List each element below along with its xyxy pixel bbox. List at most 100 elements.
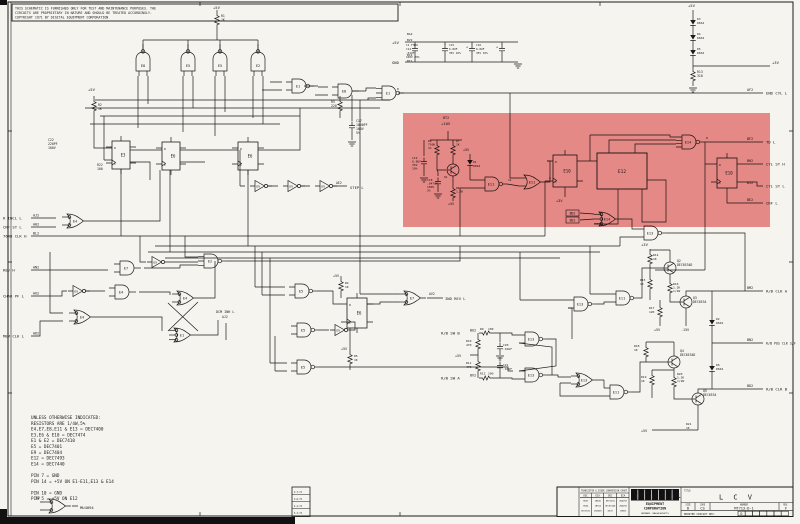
part-label: E2 (36, 496, 40, 500)
part-label: + (496, 45, 498, 49)
res-symbol (648, 374, 656, 386)
signal-label-left: MEM CLK L (3, 333, 25, 338)
e1-nand-symbol: E1 (286, 78, 314, 94)
part-label: 100V (356, 127, 364, 131)
label: E13 (577, 302, 584, 306)
label: E5 (186, 64, 190, 68)
part-label: 220PF (48, 142, 58, 146)
e13-nand-symbol: E13 (568, 296, 596, 312)
notes-line: PIN 10 = GND (31, 490, 62, 496)
e7-orin-symbol: E7 (399, 290, 426, 306)
res-symbol (646, 278, 654, 290)
res-symbol (642, 346, 650, 358)
part-label: R14 (653, 253, 659, 257)
signal-label-right: R/B CLK A (766, 288, 788, 293)
part-label: STEP L (350, 185, 364, 190)
part-label: BA2 (407, 32, 413, 36)
part-label: .01UF (503, 367, 512, 371)
chart-cell: D670 (608, 511, 614, 513)
label: E1 (296, 84, 300, 88)
label: E13 (581, 378, 588, 382)
chart-cell: 2N4258 (619, 506, 627, 508)
e13-nand-symbol: E13 (638, 225, 666, 241)
chart-cell: D664 (583, 506, 589, 508)
part-label: 1K (641, 379, 645, 383)
highlight-overlay (403, 113, 770, 227)
part-label: C15 (449, 43, 454, 47)
part-label: +5V (213, 5, 221, 10)
label: E6 (357, 311, 362, 316)
rev-label: REV. (783, 504, 788, 507)
notes-line: E5 = DEC7401 (31, 444, 62, 450)
notes-line: E4,E7,E8,E11 & E13 = DEC7400 (31, 427, 104, 433)
resh-symbol (481, 375, 491, 381)
part-label: D662 (697, 21, 704, 25)
label: E9 (74, 289, 78, 293)
part-label: MU4094 (80, 505, 94, 510)
digital-logo (631, 489, 679, 501)
revision-row: 3-6-72 (294, 498, 303, 501)
part-label: 100V (48, 146, 56, 150)
chart-cell: DEC6531 (581, 511, 591, 513)
res-symbol (646, 253, 654, 265)
gnd-symbol (514, 63, 522, 69)
part-label: R1 (221, 14, 225, 18)
sheet-border (7, 1, 794, 517)
e13-orin-symbol: E13 (571, 372, 598, 388)
part-label: Q4 (680, 349, 684, 353)
part-label: +5V (654, 328, 660, 332)
notes-line: E1 & E2 = DEC7410 (31, 438, 75, 444)
part-label: +5V (641, 429, 647, 433)
res-symbol (337, 280, 345, 292)
part-label: R15 (640, 278, 646, 282)
drawing-title: L C V (719, 494, 755, 502)
dio-symbol (690, 46, 696, 59)
part-label: D6 (716, 363, 720, 367)
label: E5 (301, 365, 305, 369)
dio-symbol (709, 362, 715, 375)
e9-inv-symbol: E9 (250, 179, 272, 193)
part-label: 1K (653, 257, 657, 261)
size-value: D (687, 506, 690, 511)
signal-label-right: R/B POS CLK S/F (766, 341, 796, 345)
cap-symbol (497, 361, 503, 372)
dio-symbol (690, 16, 696, 29)
notes-line: PIN 14 = +5V ON E1-E11,E13 & E14 (31, 479, 114, 485)
note-line-2: CIRCUITS ARE PROPRIETARY IN NATURE AND S… (15, 11, 152, 15)
label: E9 (256, 184, 260, 188)
part-label: 1/2W (677, 379, 684, 383)
part-label: +5V (688, 3, 696, 8)
e9-inv-symbol: E9 (330, 323, 352, 337)
e9-inv-symbol: E9 (147, 255, 169, 269)
part-label: D664 (716, 321, 723, 325)
npn-symbol (663, 261, 677, 275)
part-label: 310 (697, 74, 703, 78)
part-label: Q3 (693, 296, 697, 300)
part-label: GND (392, 60, 400, 65)
label: E6 (171, 154, 176, 159)
wires-right-lower (470, 246, 763, 431)
part-label: R2 (98, 103, 102, 107)
label: C (240, 163, 242, 167)
label: E4 (119, 290, 123, 294)
e4-orin-symbol: E4 (62, 213, 89, 229)
label: E1 (180, 333, 184, 337)
signal-code: AD2 (33, 332, 39, 336)
part-label: .01UF (503, 347, 512, 351)
note-line-1: THIS SCHEMATIC IS FURNISHED ONLY FOR TES… (15, 7, 156, 11)
label: E4 (73, 219, 77, 223)
part-label: 220 (331, 104, 337, 108)
part-label: 12K (649, 310, 655, 314)
logo-letter: l (677, 493, 681, 500)
logo-maynard: MAYNARD, MASSACHUSETTS (641, 512, 669, 515)
dio-symbol (709, 316, 715, 329)
e9-inv-symbol: E9 (315, 179, 337, 193)
signal-label-right: TD L (766, 139, 776, 144)
part-label: R10 (466, 339, 472, 343)
part-label: 1K (345, 285, 349, 289)
signal-code: BV2 (470, 374, 476, 378)
chart-cell: DEC6534 (606, 501, 616, 503)
